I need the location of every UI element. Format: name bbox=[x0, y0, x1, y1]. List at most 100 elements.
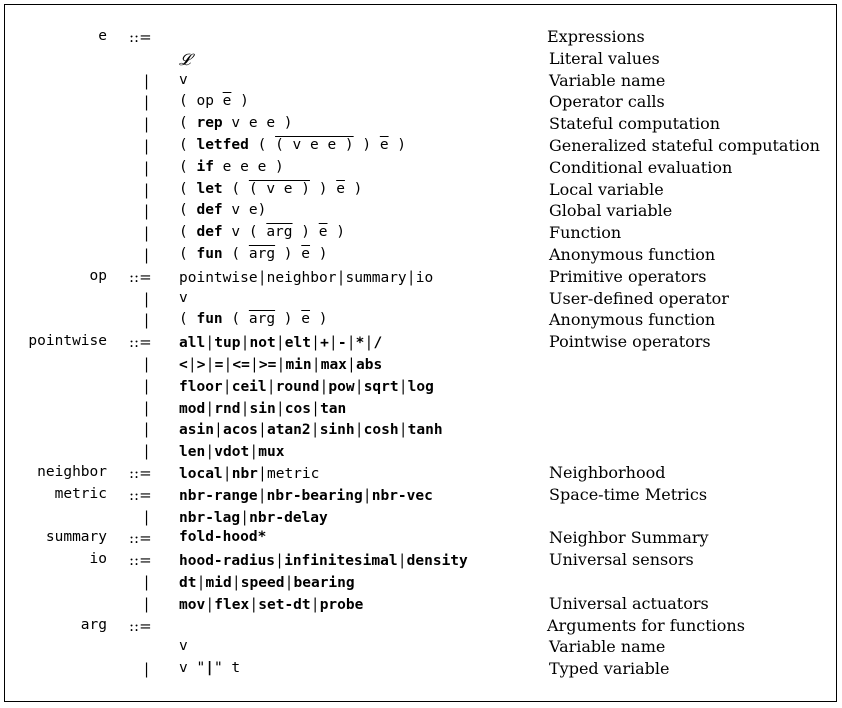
grammar-token: ) bbox=[353, 137, 380, 153]
nonterminal: e bbox=[98, 28, 107, 44]
grammar-token: hood-radius bbox=[179, 553, 276, 570]
grammar-token: mov bbox=[179, 596, 206, 613]
grammar-token: ( bbox=[222, 180, 249, 197]
choice-separator: | bbox=[207, 594, 213, 613]
grammar-token: nbr-lag bbox=[179, 509, 241, 526]
grammar-token: elt bbox=[284, 335, 311, 352]
alternative-bar: | bbox=[144, 246, 150, 264]
grammar-token: - bbox=[337, 335, 347, 352]
grammar-token: ) bbox=[309, 180, 337, 197]
nonterminal: arg bbox=[80, 616, 107, 633]
choice-separator: | bbox=[399, 551, 405, 570]
grammar-token: asin bbox=[179, 422, 214, 439]
grammar-token: sin bbox=[249, 400, 276, 417]
grammar-token: io bbox=[415, 269, 434, 286]
grammar-token: def bbox=[196, 202, 223, 219]
production-rhs: v bbox=[179, 72, 188, 88]
choice-separator: | bbox=[348, 355, 354, 373]
alternative-bar: | bbox=[144, 71, 150, 90]
choice-separator: | bbox=[207, 398, 213, 417]
grammar-token: cosh bbox=[363, 422, 399, 439]
grammar-row: summary::=fold-hood*Neighbor Summary bbox=[5, 528, 838, 550]
grammar-token: nbr bbox=[231, 466, 258, 482]
production-description: Anonymous function bbox=[549, 245, 716, 264]
grammar-token: ( bbox=[179, 202, 197, 219]
grammar-row: |len|vdot|mux bbox=[5, 441, 838, 463]
nonterminal: summary bbox=[45, 529, 107, 546]
grammar-token: * bbox=[355, 335, 365, 352]
alternative-bar: | bbox=[144, 289, 150, 308]
grammar-token: round bbox=[275, 378, 320, 395]
grammar-token: let bbox=[196, 180, 223, 197]
choice-separator: | bbox=[356, 420, 362, 439]
production-description: Pointwise operators bbox=[549, 332, 711, 352]
alternative-bar: | bbox=[144, 311, 150, 330]
grammar-token: set-dt bbox=[258, 596, 311, 613]
alternative-bar: | bbox=[144, 398, 150, 417]
grammar-token: ( v e e ) bbox=[275, 137, 354, 153]
production-description: Variable name bbox=[549, 637, 666, 657]
grammar-token: < bbox=[179, 357, 188, 373]
production-operator: ::= bbox=[129, 267, 152, 286]
choice-separator: | bbox=[400, 420, 406, 439]
production-rhs: dt|mid|speed|bearing bbox=[179, 573, 355, 591]
grammar-token: probe bbox=[319, 596, 364, 613]
grammar-token: min bbox=[285, 357, 312, 373]
grammar-token: max bbox=[320, 357, 347, 373]
alternative-bar: | bbox=[144, 507, 150, 526]
grammar-token: tanh bbox=[407, 422, 443, 439]
alternative-bar: | bbox=[144, 355, 150, 373]
choice-separator: | bbox=[242, 507, 248, 526]
choice-separator: | bbox=[259, 485, 265, 504]
production-operator: ::= bbox=[129, 616, 152, 635]
choice-separator: | bbox=[338, 267, 344, 286]
grammar-token: if bbox=[196, 158, 214, 175]
grammar-row: arg::=Arguments for functions bbox=[5, 616, 838, 638]
production-rhs: v bbox=[179, 290, 188, 306]
alternative-bar: | bbox=[144, 573, 150, 591]
alternative-bar: | bbox=[144, 93, 150, 112]
production-description: Generalized stateful computation bbox=[549, 136, 820, 155]
grammar-token: tup bbox=[214, 335, 241, 352]
choice-separator: | bbox=[364, 485, 370, 504]
grammar-token: abs bbox=[355, 357, 383, 373]
grammar-token: = bbox=[214, 357, 224, 373]
production-description: Space-time Metrics bbox=[549, 484, 708, 504]
grammar-token: sqrt bbox=[363, 378, 399, 395]
grammar-row: |( def v ( arg ) e )Function bbox=[5, 223, 838, 245]
production-operator: ::= bbox=[129, 529, 152, 548]
grammar-token: ( bbox=[179, 311, 197, 328]
production-rhs: 𝓛 bbox=[179, 50, 191, 70]
grammar-token: arg bbox=[248, 246, 276, 262]
grammar-token: fun bbox=[196, 246, 223, 262]
grammar-token: all bbox=[179, 335, 206, 352]
grammar-token: + bbox=[320, 335, 329, 352]
grammar-token: v " bbox=[179, 660, 206, 677]
grammar-token: ) bbox=[275, 311, 302, 328]
choice-separator: | bbox=[330, 333, 336, 352]
grammar-token: len bbox=[179, 444, 206, 461]
choice-separator: | bbox=[251, 594, 257, 613]
production-rhs: asin|acos|atan2|sinh|cosh|tanh bbox=[179, 420, 443, 438]
production-rhs: ( op e ) bbox=[179, 93, 249, 109]
grammar-token: ( op bbox=[179, 93, 223, 110]
choice-separator: | bbox=[278, 355, 284, 373]
grammar-token: flex bbox=[214, 596, 250, 613]
grammar-token: tan bbox=[320, 400, 347, 417]
grammar-row: |( let ( ( v e ) ) e )Local variable bbox=[5, 180, 838, 202]
choice-separator: | bbox=[277, 333, 283, 352]
grammar-row: |<|>|=|<=|>=|min|max|abs bbox=[5, 354, 838, 376]
production-rhs: ( def v e) bbox=[179, 202, 266, 218]
grammar-token: sinh bbox=[319, 422, 355, 439]
choice-separator: | bbox=[207, 442, 213, 461]
choice-separator: | bbox=[321, 376, 327, 395]
production-rhs: <|>|=|<=|>=|min|max|abs bbox=[179, 355, 382, 373]
choice-separator: | bbox=[356, 376, 362, 395]
grammar-token: density bbox=[406, 553, 468, 570]
grammar-token: pow bbox=[328, 378, 355, 395]
grammar-token: mid bbox=[205, 575, 232, 591]
grammar-token: e bbox=[379, 137, 389, 153]
